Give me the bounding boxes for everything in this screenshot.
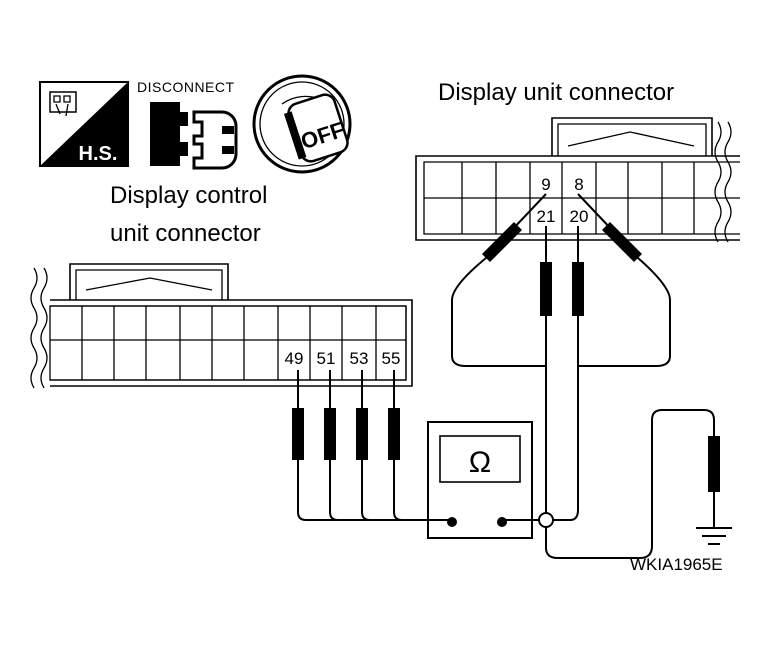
figure-code: WKIA1965E	[630, 555, 723, 574]
meter-terminal-negative	[447, 517, 457, 527]
terminal-9: 9	[541, 175, 550, 194]
display-unit-title: Display unit connector	[438, 79, 674, 106]
ohmmeter: Ω	[427, 421, 533, 539]
disconnect-label: DISCONNECT	[137, 79, 235, 95]
terminal-55: 55	[382, 349, 401, 368]
probe-9	[482, 222, 522, 262]
probe-20	[572, 262, 584, 316]
hs-label: H.S.	[79, 143, 118, 165]
terminal-53: 53	[350, 349, 369, 368]
junction	[538, 512, 554, 528]
terminal-8: 8	[574, 175, 583, 194]
ground-probe	[545, 409, 732, 559]
probe-55	[388, 408, 400, 460]
probe-53	[356, 408, 368, 460]
right-probes	[451, 193, 671, 521]
left-probes	[292, 370, 452, 521]
harness-side-icon: H.S.	[39, 81, 129, 167]
probe-49	[292, 408, 304, 460]
terminal-21: 21	[537, 207, 556, 226]
terminal-20: 20	[570, 207, 589, 226]
terminal-51: 51	[317, 349, 336, 368]
display-control-connector: 49 51 53 55	[30, 263, 413, 389]
display-unit-connector: 9 8 21 20	[415, 117, 740, 243]
terminal-49: 49	[285, 349, 304, 368]
disconnect-icon: DISCONNECT	[137, 79, 238, 170]
display-control-title-line1: Display control	[110, 182, 267, 209]
meter-terminal-positive	[497, 517, 507, 527]
probe-8	[602, 222, 642, 262]
ohm-symbol: Ω	[469, 446, 491, 479]
ignition-off-icon: OFF	[252, 74, 352, 174]
probe-51	[324, 408, 336, 460]
display-control-title-line2: unit connector	[110, 220, 261, 247]
probe-21	[540, 262, 552, 316]
